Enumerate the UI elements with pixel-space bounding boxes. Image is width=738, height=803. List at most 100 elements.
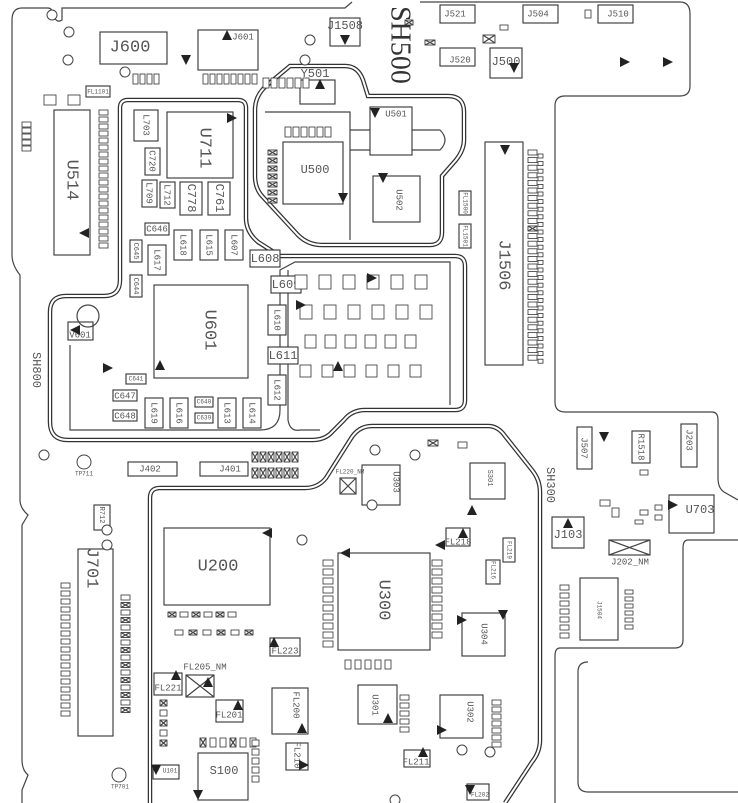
component-l611[interactable]: L611 (267, 346, 299, 365)
component-c639[interactable]: C639 (194, 412, 214, 424)
component-l610[interactable]: L610 (267, 304, 287, 336)
component-l618[interactable]: L618 (173, 229, 193, 261)
svg-text:L712: L712 (162, 184, 172, 206)
component-fl205[interactable]: FL205_NM (183, 662, 227, 698)
component-l709[interactable]: L709 (141, 179, 158, 208)
component-j521[interactable]: J521 (439, 4, 476, 24)
component-j203[interactable]: J203 (680, 423, 698, 468)
component-fl1101[interactable]: FL1101 (85, 85, 111, 98)
component-s301[interactable]: S301 (469, 462, 506, 500)
component-u302[interactable]: U302 (439, 694, 484, 739)
pad-cross (120, 616, 131, 624)
component-u301[interactable]: U301 (357, 684, 398, 725)
component-fl1501[interactable]: FL1501 (458, 223, 472, 249)
component-c645[interactable]: C645 (129, 239, 143, 263)
shield-sh800 (47, 97, 468, 443)
svg-text:J1504: J1504 (595, 601, 602, 619)
component-j1508[interactable]: J1508 (327, 17, 363, 47)
component-u711[interactable]: U711 (166, 111, 234, 179)
component-j1506[interactable]: J1506 (484, 141, 524, 366)
component-r1518[interactable]: R1518 (631, 430, 651, 464)
passive-pad (98, 242, 109, 249)
test-point-circle (38, 449, 50, 461)
passive-pad (399, 694, 410, 701)
component-l612[interactable]: L612 (267, 374, 287, 406)
component-l712[interactable]: L712 (159, 181, 176, 209)
test-point-tp701[interactable]: TP701 (111, 767, 129, 791)
component-l609[interactable]: L609 (270, 275, 302, 294)
component-fl223[interactable]: FL223 (269, 637, 301, 657)
component-c644[interactable]: C644 (129, 274, 143, 298)
component-v601[interactable]: V601 (67, 304, 100, 341)
component-u601[interactable]: U601 (153, 284, 249, 379)
pad-cross (191, 611, 201, 618)
component-c641[interactable]: C641 (125, 373, 147, 385)
pad-cross (251, 467, 259, 479)
passive-pad (203, 611, 213, 618)
passive-pad (21, 121, 32, 128)
passive-pad (537, 168, 544, 174)
passive-pad (527, 255, 538, 262)
passive-pad (537, 206, 544, 212)
component-l619[interactable]: L619 (144, 397, 164, 429)
component-u501[interactable]: U501 (369, 106, 413, 156)
passive-pad (414, 274, 428, 290)
component-u502[interactable]: U502 (372, 175, 421, 223)
component-j520[interactable]: J520 (439, 47, 476, 67)
pad-cross (283, 467, 291, 479)
component-l616[interactable]: L616 (169, 397, 189, 429)
pin1-triangle-icon (155, 360, 165, 370)
component-u300[interactable]: U300 (337, 552, 431, 651)
component-c761[interactable]: C761 (207, 181, 231, 216)
component-j507[interactable]: J507 (576, 426, 593, 470)
passive-pad (304, 334, 317, 349)
shield-label-sh500: SH500 (385, 6, 416, 84)
component-j504[interactable]: J504 (522, 4, 559, 24)
test-point-tp711[interactable]: TP711 (75, 454, 93, 478)
passive-pad (537, 214, 544, 220)
component-j510[interactable]: J510 (597, 4, 634, 24)
component-j401[interactable]: J401 (199, 461, 249, 477)
component-fl211[interactable]: FL211 (402, 749, 431, 768)
component-u303[interactable]: U303 (361, 464, 401, 506)
component-l615[interactable]: L615 (199, 229, 219, 261)
component-fl220[interactable]: FL220_NM (336, 469, 365, 495)
pin1-triangle-icon (181, 55, 191, 65)
component-l613[interactable]: L613 (217, 397, 237, 429)
component-c648[interactable]: C648 (112, 409, 138, 422)
component-u101[interactable]: U101 (152, 764, 180, 780)
passive-pad (294, 274, 308, 290)
svg-text:L613: L613 (222, 402, 232, 424)
component-c778[interactable]: C778 (179, 181, 203, 216)
component-fl216[interactable]: FL216 (485, 559, 501, 585)
component-l617[interactable]: L617 (147, 244, 167, 276)
component-u500[interactable]: U500 (282, 141, 344, 205)
component-c720[interactable]: C720 (144, 147, 161, 176)
component-c646[interactable]: C646 (144, 222, 170, 236)
component-fl1500[interactable]: FL1500 (458, 190, 472, 216)
passive-pad (537, 297, 544, 303)
pin1-triangle-icon (383, 713, 393, 723)
component-l608[interactable]: L608 (249, 249, 281, 268)
pad-cross (291, 451, 299, 463)
test-point-circle (409, 449, 421, 461)
component-j402[interactable]: J402 (127, 461, 178, 477)
component-c640[interactable]: C640 (194, 396, 214, 408)
component-l607[interactable]: L607 (224, 229, 244, 261)
passive-pad (399, 710, 410, 717)
component-c647[interactable]: C647 (112, 389, 138, 402)
component-s100[interactable]: S100 (197, 752, 249, 801)
component-u304[interactable]: U304 (461, 612, 506, 657)
pad-cross (159, 719, 168, 727)
component-l614[interactable]: L614 (242, 397, 262, 429)
component-u703[interactable]: U703 (668, 494, 715, 534)
component-j701[interactable]: J701 (77, 548, 114, 737)
component-j202[interactable]: J202_NM (608, 539, 651, 567)
passive-pad (634, 519, 644, 525)
passive-pad (537, 153, 544, 159)
component-l703[interactable]: L703 (133, 109, 159, 142)
component-u200[interactable]: U200 (163, 527, 271, 606)
component-j600[interactable]: J600 (99, 31, 168, 65)
component-j1504[interactable]: J1504 (579, 577, 619, 641)
component-fl219[interactable]: FL219 (502, 537, 516, 563)
